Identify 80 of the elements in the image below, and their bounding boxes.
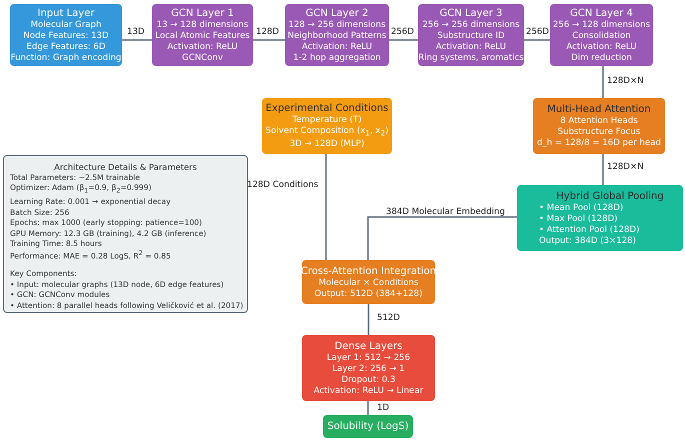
layer-box [517,185,683,251]
box-text: Activation: ReLU [167,42,238,52]
box-text: Activation: ReLU → Linear [314,386,424,396]
box-text: Neighborhood Patterns [288,30,386,42]
layer-box [550,4,653,66]
box-text: Local Atomic Features [155,30,250,42]
box-title: GCN Layer 2 [306,6,368,20]
box-text: Ring systems, aromatics [418,52,524,64]
box-text: Edge Features: 6D [26,42,106,52]
layer-box [10,4,122,66]
box-title: GCN Layer 4 [570,6,633,20]
box-title: Input Layer [38,6,94,20]
box-text: Activation: ReLU [436,42,506,52]
box-text: Solvent Composition (x$_{1}$, x$_{2}$) [266,126,388,139]
box-title: Multi-Head Attention [547,103,651,116]
layer-box [302,260,435,304]
box-text: 1-2 hop aggregation [293,52,381,64]
box-title: Dense Layers [334,340,402,352]
layer-box [152,4,253,66]
box-title: GCN Layer 3 [440,6,502,20]
connector-line [122,39,152,41]
edge-label: 256D [390,27,416,37]
box-text: Output: 384D (3×128) [539,236,636,246]
box-text: d_h = 128/8 = 16D per head [536,138,662,149]
connector-line [253,39,285,41]
box-title: GCN Layer 1 [171,6,234,20]
edge-label: 256D [525,27,550,37]
edge-label: 128D×N [606,76,645,86]
box-text: Dim reduction [571,52,632,64]
box-text: 8 Attention Heads [560,116,638,127]
box-text: Molecular × Conditions [318,278,418,288]
edge-label: 13D [126,27,146,37]
connector-line [389,39,418,41]
box-text: Function: Graph encoding [10,52,122,64]
box-text: Substructure ID [437,30,505,42]
connector-line [602,66,604,98]
box-title: Cross-Attention Integration [300,264,436,278]
connector-line [524,39,550,41]
edge-label: 128D Conditions [246,180,320,190]
connector-line [325,154,327,260]
box-text: GCNConv [182,52,223,64]
connector-line [602,154,604,185]
info-panel [3,155,248,313]
connector-line [367,216,517,260]
box-title: Architecture Details & Parameters [54,162,197,173]
layer-box [302,335,435,401]
box-text: 3D → 128D (MLP) [290,138,364,150]
layer-box [323,415,413,438]
edge-label: 512D [376,313,402,323]
connector-line [368,304,370,335]
edge-label: 1D [376,403,390,413]
layer-box [418,4,524,66]
connector-line [367,401,369,415]
box-text: Activation: ReLU [566,42,637,52]
layer-box [533,98,665,154]
box-title: Hybrid Global Pooling [556,190,664,202]
box-text: 128 → 256 dimensions [288,20,386,30]
box-text: Output: 512D (384+128) [314,288,422,300]
box-title: Solubility (LogS) [327,420,409,433]
box-text: Molecular Graph [30,20,102,30]
box-text: 256 → 256 dimensions [422,20,520,30]
box-title: Experimental Conditions [266,102,388,116]
box-text: Node Features: 13D [23,30,109,42]
box-text: • Max Pool (128D) [539,214,618,224]
layer-box [262,98,392,154]
box-text: Dropout: 0.3 [341,374,396,386]
box-text: Layer 2: 256 → 1 [332,364,405,374]
box-text: Layer 1: 512 → 256 [326,352,410,364]
box-text: Temperature (T) [292,115,362,126]
box-text: Consolidation [572,30,631,42]
layer-box [285,4,389,66]
box-text: 256 → 128 dimensions [552,20,650,30]
box-text: Substructure Focus [558,127,640,138]
edge-label: 384D Molecular Embedding [385,207,506,217]
edge-label: 128D [255,27,280,37]
box-text: • Attention Pool (128D) [539,224,640,236]
box-text: Activation: ReLU [302,42,372,52]
box-text: 13 → 128 dimensions [156,20,248,30]
edge-label: 128D×N [606,162,645,172]
box-text: • Mean Pool (128D) [539,202,624,214]
